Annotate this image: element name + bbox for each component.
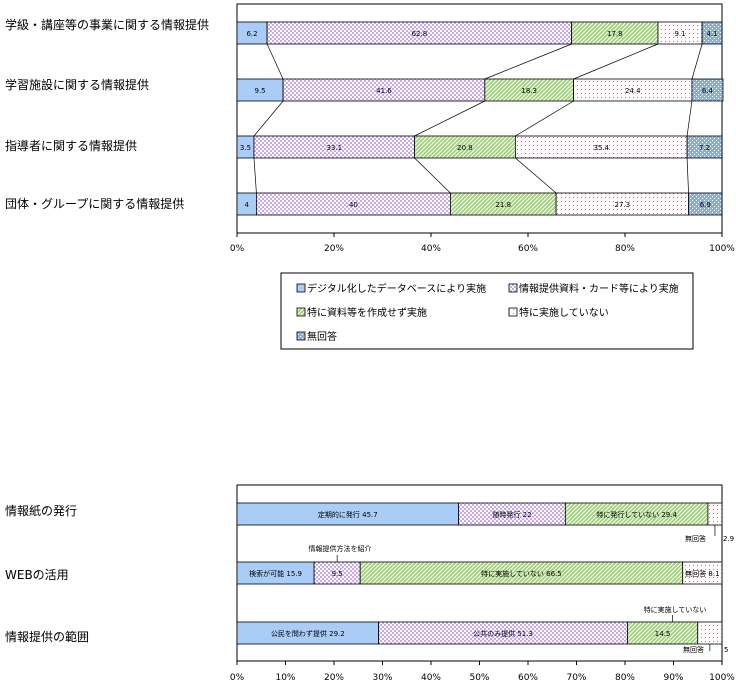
bar-segment [697, 621, 723, 645]
data-label: 無回答 8.1 [685, 569, 719, 578]
bar-segment [707, 502, 723, 526]
x-tick-label: 80% [615, 673, 635, 683]
x-tick-label: 10% [275, 673, 295, 683]
callout-label: 情報提供方法を紹介 [309, 544, 372, 553]
series-connector [515, 157, 557, 194]
data-label: 特に発行していない 29.4 [596, 510, 677, 519]
category-label: 情報提供の範囲 [5, 630, 90, 644]
data-label: 27.3 [615, 201, 631, 209]
category-label: 学習施設に関する情報提供 [5, 78, 150, 92]
x-tick-label: 70% [566, 673, 586, 683]
series-connector [691, 43, 703, 80]
series-connector [686, 157, 689, 194]
x-tick-label: 100% [709, 244, 735, 254]
category-label: WEBの活用 [5, 568, 69, 582]
series-connector [484, 43, 572, 80]
legend-label: デジタル化したデータベースにより実施 [307, 282, 486, 295]
legend-swatch [508, 283, 518, 293]
x-tick-label: 60% [518, 673, 538, 683]
data-label: 18.3 [521, 87, 537, 95]
data-label: 9.5 [332, 570, 343, 578]
data-label: 21.8 [495, 201, 511, 209]
x-tick-label: 20% [324, 673, 344, 683]
data-label: 14.5 [655, 630, 671, 638]
legend-swatch [296, 307, 306, 317]
data-label: 17.8 [607, 30, 623, 38]
data-label: 4.1 [706, 30, 717, 38]
data-label: 随時発行 22 [492, 510, 531, 519]
series-connector [266, 43, 284, 80]
series-connector [515, 100, 574, 137]
data-label: 7.2 [699, 144, 710, 152]
series-connector [253, 100, 284, 137]
series-connector [253, 157, 257, 194]
legend-label: 特に資料等を作成せず実施 [307, 306, 427, 319]
legend-label: 情報提供資料・カード等により実施 [519, 282, 679, 295]
data-label: 9.1 [674, 30, 685, 38]
category-label: 情報紙の発行 [5, 504, 78, 518]
data-label: 公民を問わず提供 29.2 [271, 629, 345, 638]
bar-segment [701, 21, 723, 45]
bar-segment [686, 135, 723, 159]
x-tick-label: 20% [324, 244, 344, 254]
callout-label: 特に実施していない [644, 605, 707, 614]
category-label: 学級・講座等の事業に関する情報提供 [5, 18, 210, 32]
x-tick-label: 90% [663, 673, 683, 683]
bar-segment [682, 561, 723, 585]
data-label: 33.1 [326, 144, 342, 152]
data-label: 9.5 [254, 87, 265, 95]
legend-box [280, 272, 694, 350]
x-tick-label: 40% [421, 673, 441, 683]
x-tick-label: 0% [230, 673, 245, 683]
legend-swatch [508, 307, 518, 317]
bar-segment [688, 192, 723, 216]
data-label: 特に実施していない 66.5 [481, 569, 562, 578]
series-connector [573, 43, 659, 80]
legend-label: 特に実施していない [519, 306, 609, 319]
legend-swatch [296, 331, 306, 341]
legend-swatch [296, 283, 306, 293]
legend-label: 無回答 [307, 330, 337, 343]
data-label: 6.2 [246, 30, 257, 38]
data-label: 24.4 [625, 87, 641, 95]
callout-value: 2.9 [723, 535, 734, 543]
callout-label: 無回答 [685, 534, 706, 543]
callout-value: 5 [724, 646, 728, 654]
data-label: 公共のみ提供 51.3 [473, 629, 533, 638]
category-label: 団体・グループに関する情報提供 [5, 197, 185, 211]
series-connector [414, 100, 485, 137]
callout-label: 無回答 [683, 645, 704, 654]
data-label: 20.8 [457, 144, 473, 152]
data-label: 40 [349, 201, 358, 209]
x-tick-label: 40% [421, 244, 441, 254]
series-connector [414, 157, 451, 194]
data-label: 6.4 [702, 87, 714, 95]
series-connector [686, 100, 693, 137]
data-label: 3.5 [240, 144, 251, 152]
x-tick-label: 60% [518, 244, 538, 254]
x-tick-label: 30% [372, 673, 392, 683]
bar-segment [691, 78, 724, 102]
data-label: 検索が可能 15.9 [249, 569, 302, 578]
x-tick-label: 50% [469, 673, 489, 683]
data-label: 6.9 [700, 201, 711, 209]
data-label: 4 [244, 201, 249, 209]
x-tick-label: 80% [615, 244, 635, 254]
data-label: 定期的に発行 45.7 [318, 510, 378, 519]
data-label: 62.8 [412, 30, 428, 38]
x-tick-label: 0% [230, 244, 245, 254]
data-label: 41.6 [376, 87, 392, 95]
data-label: 35.4 [593, 144, 609, 152]
x-tick-label: 100% [709, 673, 735, 683]
category-label: 指導者に関する情報提供 [5, 139, 138, 153]
